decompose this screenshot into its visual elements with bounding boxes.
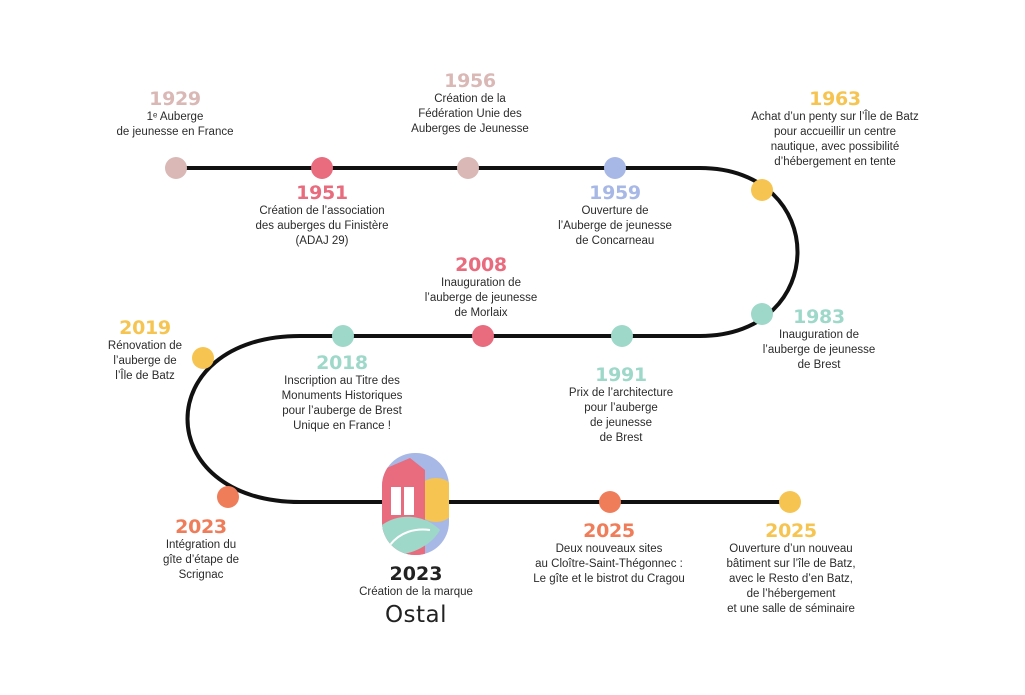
dot-1983 (751, 303, 773, 325)
event-2019: 2019 Rénovation de l’auberge de l’Île de… (108, 317, 182, 384)
dot-1959 (604, 157, 626, 179)
event-year: 1959 (589, 182, 641, 204)
event-description: Rénovation de l’auberge de l’Île de Batz (107, 340, 183, 382)
ostal-logo (382, 453, 449, 555)
brand-name: Ostal (384, 602, 448, 628)
event-1929: 1929 1ᵉ Auberge de jeunesse en France (117, 88, 234, 140)
brand-year: 2023 (389, 563, 443, 585)
dot-1956 (457, 157, 479, 179)
dot-2025-batz (779, 491, 801, 513)
dot-2018 (332, 325, 354, 347)
timeline-path (174, 166, 800, 504)
event-description: Achat d’un penty sur l’Île de Batz pour … (751, 111, 919, 168)
event-description: Intégration du gîte d’étape de Scrignac (162, 539, 240, 581)
event-description: Inauguration de l’auberge de jeunesse de… (762, 329, 876, 371)
event-2025-batz: 2025 Ouverture d’un nouveau bâtiment sur… (726, 520, 855, 617)
dot-1951 (311, 157, 333, 179)
event-description: Ouverture de l’Auberge de jeunesse de Co… (558, 205, 672, 247)
event-1956: 1956 Création de la Fédération Unie des … (411, 70, 529, 137)
event-2025-cragou: 2025 Deux nouveaux sites au Cloître-Sain… (533, 520, 685, 587)
event-year: 2023 (175, 516, 227, 538)
event-year: 2008 (455, 254, 507, 276)
event-year: 1963 (809, 88, 861, 110)
event-description: Deux nouveaux sites au Cloître-Saint-Thé… (533, 543, 685, 585)
event-description: Ouverture d’un nouveau bâtiment sur l’îl… (726, 543, 856, 615)
dot-1929 (165, 157, 187, 179)
event-description: Prix de l’architecture pour l’auberge de… (568, 387, 674, 444)
event-1983: 1983 Inauguration de l’auberge de jeunes… (763, 306, 876, 373)
event-1963: 1963 Achat d’un penty sur l’Île de Batz … (751, 88, 919, 170)
event-year: 1929 (149, 88, 201, 110)
event-description: Inauguration de l’auberge de jeunesse de… (424, 277, 538, 319)
event-year: 2018 (316, 352, 368, 374)
dot-2023 (217, 486, 239, 508)
event-description: 1ᵉ Auberge de jeunesse en France (116, 111, 234, 138)
event-2023-scrignac: 2023 Intégration du gîte d’étape de Scri… (163, 516, 239, 583)
event-1959: 1959 Ouverture de l’Auberge de jeunesse … (558, 182, 672, 249)
dot-2019 (192, 347, 214, 369)
dot-1963 (751, 179, 773, 201)
event-1991: 1991 Prix de l’architecture pour l’auber… (569, 364, 673, 446)
event-year: 1991 (595, 364, 647, 386)
dot-1991 (611, 325, 633, 347)
event-year: 2025 (583, 520, 635, 542)
brand-block: 2023 Création de la marque Ostal (359, 563, 473, 630)
event-2008: 2008 Inauguration de l’auberge de jeunes… (425, 254, 538, 321)
event-year: 2025 (765, 520, 817, 542)
dot-2008 (472, 325, 494, 347)
event-1951: 1951 Création de l’association des auber… (256, 182, 389, 249)
event-year: 1956 (444, 70, 496, 92)
event-description: Inscription au Titre des Monuments Histo… (281, 375, 403, 432)
event-description: Création de l’association des auberges d… (255, 205, 389, 247)
dot-2025-cragou (599, 491, 621, 513)
event-year: 1951 (296, 182, 348, 204)
event-year: 1983 (793, 306, 845, 328)
event-2018: 2018 Inscription au Titre des Monuments … (282, 352, 403, 434)
event-description: Création de la Fédération Unie des Auber… (411, 93, 529, 135)
brand-subtitle: Création de la marque (359, 586, 473, 598)
event-year: 2019 (119, 317, 171, 339)
